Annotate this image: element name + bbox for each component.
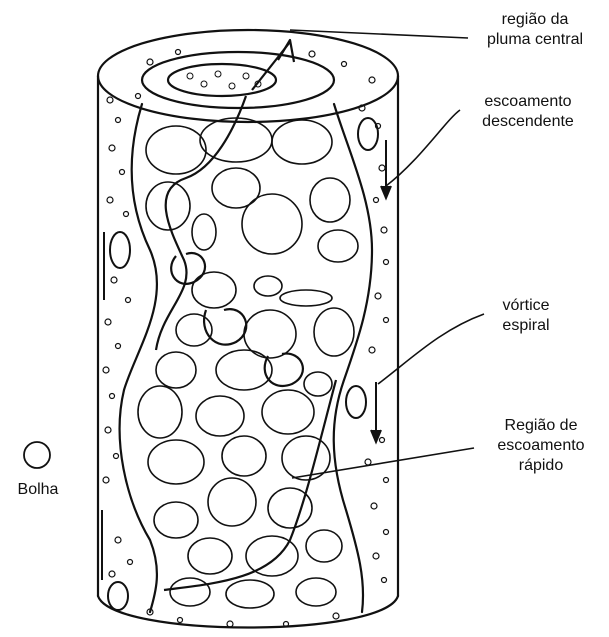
core-bubbles <box>138 118 358 608</box>
plume-arrow-head <box>278 40 294 62</box>
column-bottom-edge <box>98 596 398 628</box>
vortex-left-lower <box>102 510 128 610</box>
legend-bubble-label: Bolha <box>6 480 70 500</box>
core-boundary-left <box>120 104 157 612</box>
leader-spiral-vortex <box>378 314 484 384</box>
spiral-vortex-upper <box>171 253 205 284</box>
plume-bubbles <box>187 71 261 89</box>
label-central-plume-line-2: pluma central <box>468 30 602 50</box>
label-central-plume-line-1: região da <box>468 10 602 30</box>
label-spiral-vortex: vórtice espiral <box>484 296 568 336</box>
spiral-vortex-middle <box>204 309 246 345</box>
vortex-left-upper <box>104 232 130 300</box>
label-fast-flow-line-1: Região de <box>474 416 608 436</box>
label-downward-flow-line-2: descendente <box>454 112 602 132</box>
legend-bubble-icon <box>24 442 50 468</box>
vortex-right-lower <box>346 382 381 442</box>
label-downward-flow-line-1: escoamento <box>454 92 602 112</box>
plume-arrow-line <box>252 42 290 90</box>
label-spiral-vortex-line-2: espiral <box>484 316 568 336</box>
label-spiral-vortex-line-1: vórtice <box>484 296 568 316</box>
label-downward-flow: escoamento descendente <box>454 92 602 132</box>
label-central-plume: região da pluma central <box>468 10 602 50</box>
label-fast-flow: Região de escoamento rápido <box>474 416 608 476</box>
label-fast-flow-line-2: escoamento <box>474 436 608 456</box>
leader-fast-flow <box>292 448 474 478</box>
column-top-inner <box>142 52 334 108</box>
label-fast-flow-line-3: rápido <box>474 456 608 476</box>
legend-bubble-text: Bolha <box>6 480 70 500</box>
